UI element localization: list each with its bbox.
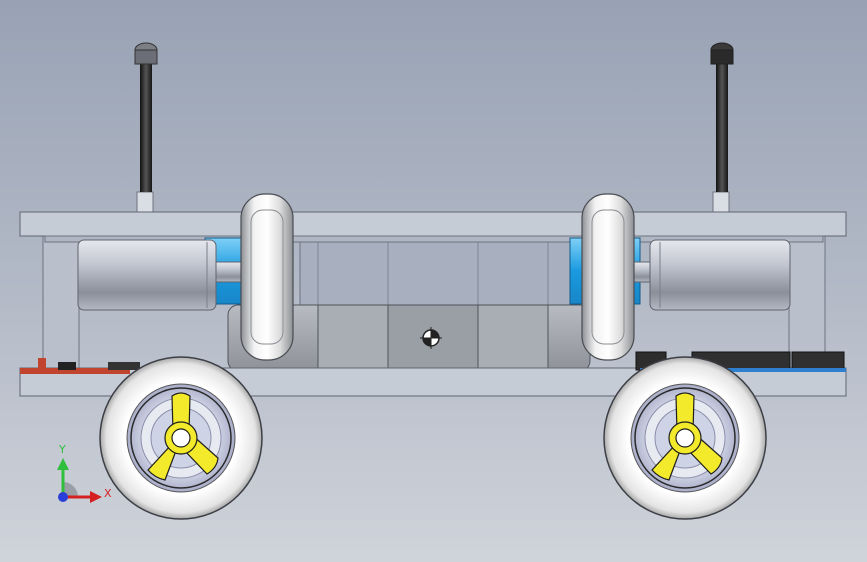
rear-wheel[interactable] xyxy=(99,356,263,520)
center-of-mass-icon[interactable] xyxy=(420,327,442,349)
right-motor[interactable] xyxy=(617,239,791,311)
chassis-frame[interactable] xyxy=(19,211,847,371)
front-wheel[interactable] xyxy=(603,356,767,520)
right-post[interactable] xyxy=(710,42,734,237)
left-post[interactable] xyxy=(134,42,158,237)
x-axis-label: X xyxy=(104,487,112,500)
battery-pack[interactable] xyxy=(227,304,591,372)
left-drive-wheel[interactable] xyxy=(240,193,294,361)
right-drive-wheel[interactable] xyxy=(581,193,635,361)
left-motor[interactable] xyxy=(77,239,249,311)
y-axis-label: Y xyxy=(59,443,66,456)
view-triad-icon xyxy=(57,458,102,503)
